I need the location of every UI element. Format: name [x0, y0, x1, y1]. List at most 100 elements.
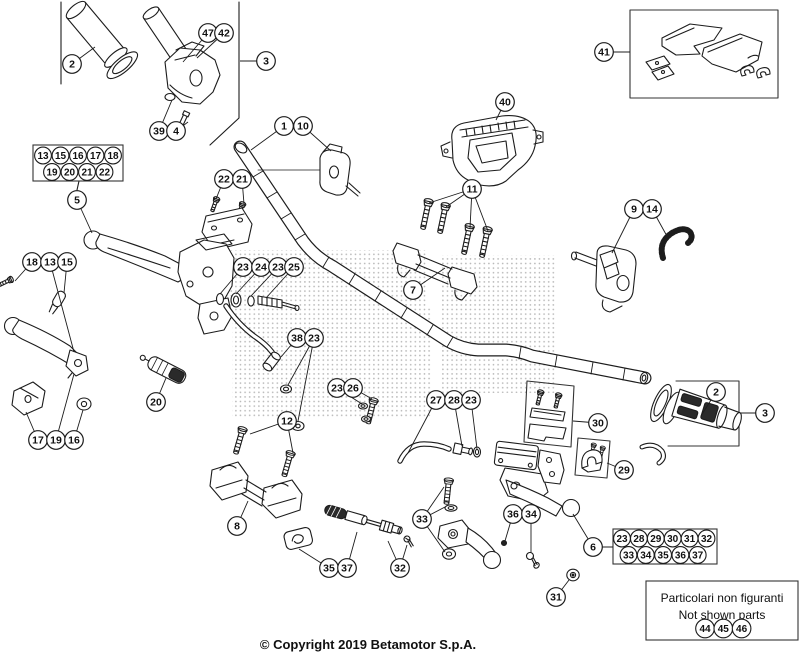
not-shown-label-44: 44	[699, 624, 711, 635]
clutch-perch-drawing	[83, 230, 300, 335]
callout-2	[706, 382, 726, 402]
legend-label-33: 33	[623, 550, 635, 561]
callout-label-9: 9	[631, 204, 637, 216]
callout-label-39: 39	[153, 126, 165, 138]
switch-spring-drawing	[658, 226, 695, 261]
reservoir-kit-box	[523, 380, 575, 448]
callout-label-23: 23	[272, 262, 284, 274]
handguard-kit-box	[629, 9, 779, 99]
callout-37	[337, 558, 357, 578]
legend-callout-22	[95, 163, 114, 181]
not-shown-line2: Not shown parts	[679, 608, 766, 622]
callout-3	[755, 403, 775, 423]
callout-label-27: 27	[430, 395, 442, 407]
group-bracket-lines	[60, 1, 240, 191]
legend-label-35: 35	[658, 550, 670, 561]
callout-label-3: 3	[762, 408, 768, 420]
callout-29	[614, 460, 634, 480]
callout-label-20: 20	[150, 397, 162, 409]
spare-lever-drawing	[0, 275, 89, 377]
legend-label-31: 31	[684, 534, 696, 545]
callout-label-26: 26	[347, 383, 359, 395]
kill-switch-drawing	[570, 245, 637, 313]
callout-label-5: 5	[74, 195, 80, 207]
callout-label-2: 2	[713, 387, 719, 399]
callout-41	[594, 42, 614, 62]
callout-label-15: 15	[61, 257, 73, 269]
callout-11	[462, 179, 482, 199]
callout-6	[583, 537, 603, 557]
callout-32	[390, 558, 410, 578]
callout-label-33: 33	[416, 514, 428, 526]
clamp-bolts-drawing	[417, 197, 494, 259]
handlebar-drawing	[233, 140, 652, 385]
callout-label-29: 29	[618, 465, 630, 477]
not-shown-label-46: 46	[736, 624, 748, 635]
legend-callout-13	[34, 146, 52, 165]
callout-label-42: 42	[218, 28, 230, 40]
brake-master-drawing	[397, 440, 666, 518]
callout-label-10: 10	[297, 121, 309, 133]
throttle-cable-drawing	[324, 504, 414, 548]
legend-label-32: 32	[701, 534, 713, 545]
legend-label-18: 18	[107, 151, 119, 162]
pivot-hardware-drawing	[441, 476, 458, 560]
legend-callout-37	[688, 546, 707, 564]
callout-label-23: 23	[331, 383, 343, 395]
right-grip-drawing	[650, 380, 742, 447]
clamp-kit-box	[574, 437, 611, 479]
callout-label-16: 16	[68, 435, 80, 447]
not-shown-line1: Particolari non figuranti	[661, 591, 784, 605]
switch-housing-drawing	[257, 143, 361, 197]
callout-label-13: 13	[44, 257, 56, 269]
callout-label-30: 30	[592, 418, 604, 430]
lever-smallparts-drawing	[11, 366, 92, 416]
callout-label-21: 21	[236, 174, 248, 186]
callout-25	[284, 257, 304, 277]
legend-label-28: 28	[633, 534, 645, 545]
not-shown-callout-46	[731, 618, 752, 639]
callout-33	[412, 509, 432, 529]
legend-label-29: 29	[650, 534, 662, 545]
callout-20	[146, 392, 166, 412]
callout-21	[232, 169, 252, 189]
callout-label-12: 12	[281, 416, 293, 428]
callout-14	[642, 199, 662, 219]
callout-label-2: 2	[69, 59, 75, 71]
callout-label-6: 6	[590, 542, 596, 554]
brake-lever-lower-drawing	[437, 519, 540, 570]
left-grip-tube-drawing	[65, 0, 139, 80]
legend-callout-17	[86, 146, 105, 165]
callout-3	[256, 51, 276, 71]
callout-26	[343, 378, 363, 398]
legend-callout-20	[60, 163, 79, 181]
cable-adjuster-drawing	[139, 354, 187, 384]
legend-label-17: 17	[90, 151, 102, 162]
callout-15	[57, 252, 77, 272]
callout-12	[277, 411, 297, 431]
legend-label-21: 21	[81, 167, 93, 178]
callout-label-25: 25	[288, 262, 300, 274]
callout-label-19: 19	[50, 435, 62, 447]
callout-label-32: 32	[394, 563, 406, 575]
legend-callout-15	[51, 146, 70, 165]
not-shown-label-45: 45	[718, 624, 730, 635]
callout-label-8: 8	[234, 521, 240, 533]
callout-label-18: 18	[26, 257, 38, 269]
callout-label-23: 23	[465, 395, 477, 407]
bar-clamp-drawing	[392, 242, 478, 301]
callout-label-28: 28	[448, 395, 460, 407]
legend-label-19: 19	[46, 167, 58, 178]
legend-label-22: 22	[99, 167, 111, 178]
not-shown-box: Particolari non figuranti Not shown part…	[645, 580, 799, 641]
callout-10	[293, 116, 313, 136]
callout-label-22: 22	[218, 174, 230, 186]
legend-bottom-right-box	[612, 528, 718, 565]
legend-label-15: 15	[55, 151, 67, 162]
callout-label-37: 37	[341, 563, 353, 575]
legend-label-37: 37	[692, 550, 704, 561]
callout-label-36: 36	[507, 509, 519, 521]
